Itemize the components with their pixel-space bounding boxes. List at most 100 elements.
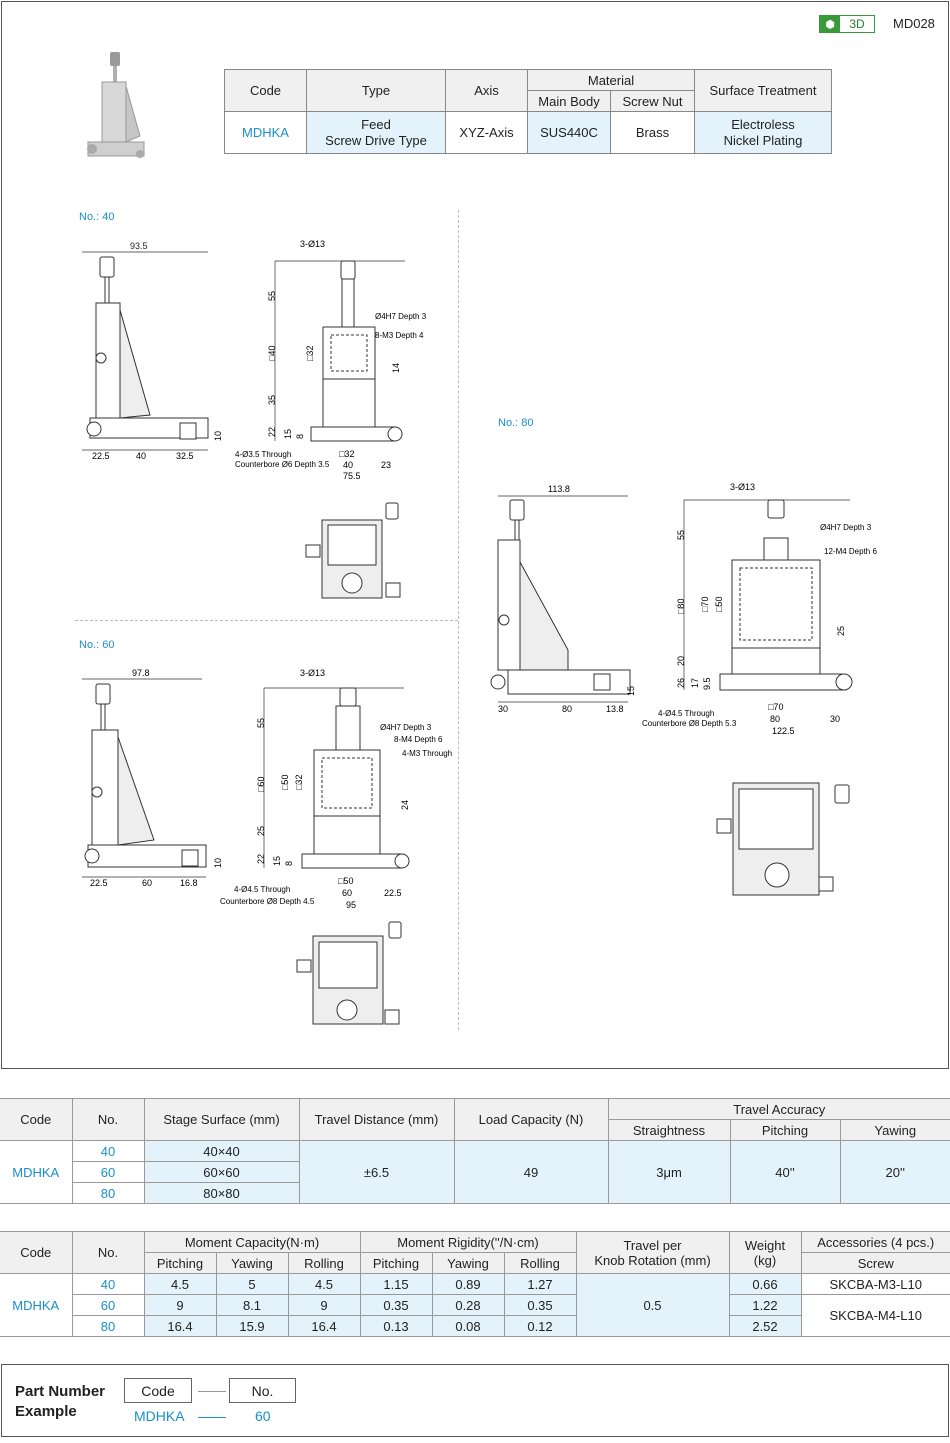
spec-main-body: SUS440C [527,111,611,154]
perf-stage: 60×60 [143,1161,299,1183]
moment-rig-pitching: 0.13 [359,1315,433,1337]
dim-24: 24 [400,800,410,810]
perf-stage: 80×80 [143,1182,299,1204]
moment-header-cap-yawing: Yawing [215,1252,289,1274]
dim-60c: 60 [342,888,352,898]
moment-rig-rolling: 0.35 [503,1294,577,1316]
moment-cap-rolling: 16.4 [287,1315,361,1337]
moment-header-screw: Screw [800,1252,950,1274]
moment-rig-rolling: 0.12 [503,1315,577,1337]
moment-rig-rolling: 1.27 [503,1273,577,1295]
spec-header-material: Material [527,69,695,91]
moment-header-code: Code [0,1231,73,1274]
moment-cap-pitching: 9 [143,1294,217,1316]
perf-header-accuracy: Travel Accuracy [607,1098,950,1120]
moment-weight: 2.52 [728,1315,801,1337]
note-counterbore: Counterbore Ø8 Depth 4.5 [220,897,315,906]
travel-knob-line1: Travel per [623,1237,682,1253]
moment-header-capacity: Moment Capacity(N·m) [143,1231,361,1253]
drawing-no60-top: 3-Ø13 55 □60 □50 □32 25 22 15 8 24 Ø4H7 … [220,668,452,910]
dim-sq70b: □70 [768,702,783,712]
moment-weight: 1.22 [728,1294,802,1316]
moment-cap-rolling: 9 [287,1294,361,1316]
dim-25: 25 [256,826,266,836]
dim-3-o13: 3-Ø13 [730,482,755,492]
drawing-no60-side: 97.8 22.5 60 16.8 10 [82,668,223,888]
dim-10: 10 [213,431,223,441]
moment-header-rig-rolling: Rolling [503,1252,577,1274]
dim-sq50: □50 [714,597,724,612]
dim-22: 22 [267,427,277,437]
drawing-no60-front [296,921,402,1025]
dim-sq60: □60 [256,777,266,792]
dim-23: 23 [381,460,391,470]
moment-cap-yawing: 8.1 [215,1294,289,1316]
moment-travel-knob: 0.5 [575,1273,730,1337]
part-code-label-box: Code [124,1378,192,1403]
moment-header-rig-pitching: Pitching [359,1252,433,1274]
dim-40c: 40 [343,460,353,470]
cube-icon: ⬢ [820,16,840,32]
moment-header-rig-yawing: Yawing [431,1252,505,1274]
dim-22-5: 22.5 [92,451,110,461]
drawing-frame [1,1,949,1069]
dim-75-5: 75.5 [343,471,361,481]
moment-no: 40 [71,1273,145,1295]
dim-122-5: 122.5 [772,726,795,736]
moment-no: 60 [72,1294,145,1316]
spec-code: MDHKA [224,111,307,154]
dim-sq32: □32 [305,346,315,361]
horizontal-separator [75,620,458,621]
dim-80c: 80 [770,714,780,724]
spec-screw-nut: Brass [610,111,695,154]
dim-113-8: 113.8 [548,484,570,494]
moment-rig-yawing: 0.28 [431,1294,505,1316]
perf-header-pitching: Pitching [729,1119,841,1141]
dim-14: 14 [391,363,401,373]
perf-no: 40 [71,1140,145,1162]
note-h7: Ø4H7 Depth 3 [380,723,432,732]
note-thru: 4-Ø4.5 Through [234,885,290,894]
moment-cap-yawing: 15.9 [215,1315,289,1337]
spec-surface-line1: Electroless [731,116,795,132]
moment-rig-pitching: 0.35 [359,1294,433,1316]
part-no-label-box: No. [229,1378,296,1403]
note-m4: 12-M4 Depth 6 [824,547,877,556]
dim-sq32b: □32 [339,449,354,459]
spec-type-line1: Feed [361,116,391,132]
dim-30: 30 [498,704,508,714]
dim-16-8: 16.8 [180,878,198,888]
perf-travel: ±6.5 [298,1140,455,1204]
moment-header-cap-pitching: Pitching [144,1252,217,1274]
note-counterbore: Counterbore Ø8 Depth 5.3 [642,719,737,728]
moment-header-no: No. [71,1231,145,1274]
dim-9-5: 9.5 [702,677,712,690]
travel-knob-line2: Knob Rotation (mm) [594,1252,711,1268]
3d-model-button[interactable]: ⬢ 3D [819,15,875,33]
note-counterbore: Counterbore Ø6 Depth 3.5 [235,460,330,469]
dim-25: 25 [836,626,846,636]
moment-header-accessories: Accessories (4 pcs.) [800,1231,950,1253]
perf-yawing: 20'' [839,1140,950,1204]
dim-15: 15 [272,856,282,866]
dim-sq50: □50 [280,775,290,790]
dim-22-5b: 22.5 [384,888,402,898]
perf-code: MDHKA [0,1140,73,1204]
dim-55: 55 [267,291,277,301]
dim-8: 8 [284,861,294,866]
drawing-no40-top: 3-Ø13 55 □40 □32 35 22 15 8 14 Ø4H7 Dept… [235,239,427,481]
note-h7: Ø4H7 Depth 3 [375,312,427,321]
perf-no: 60 [72,1161,145,1183]
performance-table: Code No. Stage Surface (mm) Travel Dista… [0,1098,950,1204]
weight-line1: Weight [744,1237,786,1253]
part-no-value: 60 [255,1408,271,1424]
product-photo [87,52,145,158]
label-no40: No.: 40 [79,211,115,223]
spec-header-main-body: Main Body [527,90,611,112]
dim-26: 26 [676,678,686,688]
dim-17: 17 [690,678,700,688]
note-m3: 8-M3 Depth 4 [375,331,424,340]
